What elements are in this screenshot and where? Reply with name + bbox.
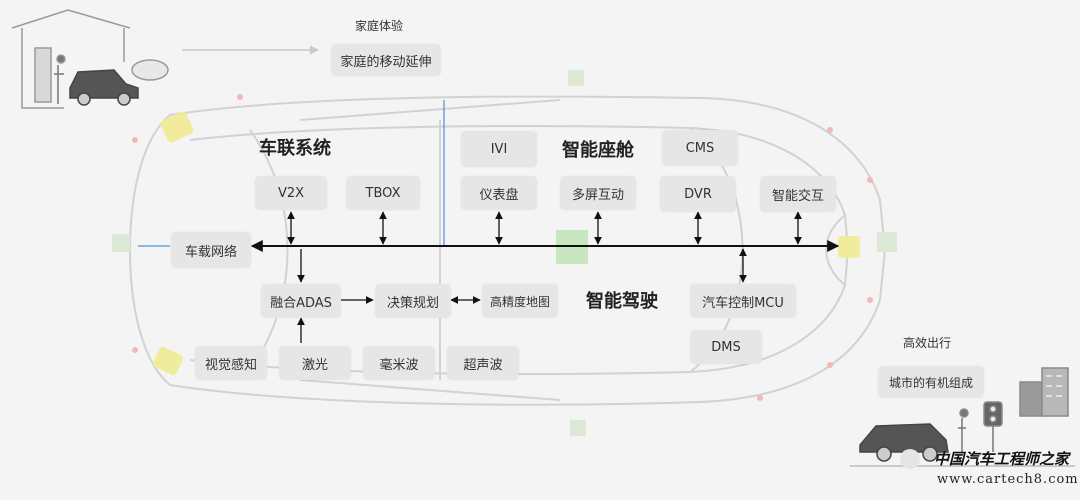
ultrasonic-box: 超声波 bbox=[447, 346, 519, 380]
lidar-box: 激光 bbox=[279, 346, 351, 380]
wechat-logo-icon bbox=[900, 449, 920, 469]
vision-perception-box: 视觉感知 bbox=[195, 346, 267, 380]
watermark-cn: 中国汽车工程师之家 bbox=[934, 450, 1070, 468]
tbox-box: TBOX bbox=[346, 176, 420, 210]
bus-connectors bbox=[287, 211, 802, 343]
hd-map-box: 高精度地图 bbox=[482, 284, 558, 318]
mmwave-radar-box: 毫米波 bbox=[363, 346, 435, 380]
watermark-url: www.cartech8.com bbox=[937, 472, 1079, 487]
smart-interaction-box: 智能交互 bbox=[760, 176, 836, 212]
fusion-adas-box: 融合ADAS bbox=[261, 284, 341, 318]
city-component-box: 城市的有机组成 bbox=[878, 366, 984, 398]
decision-planning-box: 决策规划 bbox=[375, 284, 451, 318]
v2x-box: V2X bbox=[255, 176, 327, 210]
cluster-box: 仪表盘 bbox=[461, 176, 537, 210]
efficient-mobility-title: 高效出行 bbox=[903, 336, 952, 350]
cockpit-heading: 智能座舱 bbox=[562, 140, 634, 161]
home-experience-title: 家庭体验 bbox=[355, 19, 404, 33]
multiscreen-box: 多屏互动 bbox=[560, 176, 636, 210]
cms-box: CMS bbox=[662, 130, 738, 166]
telematics-heading: 车联系统 bbox=[259, 138, 331, 159]
driving-heading: 智能驾驶 bbox=[586, 291, 658, 312]
vehicle-network-box: 车载网络 bbox=[171, 232, 251, 268]
vehicle-mcu-box: 汽车控制MCU bbox=[690, 284, 796, 318]
home-extension-box: 家庭的移动延伸 bbox=[331, 44, 441, 76]
dms-box: DMS bbox=[690, 330, 762, 364]
dvr-box: DVR bbox=[660, 176, 736, 212]
house-scene-icon bbox=[11, 9, 169, 109]
ivi-box: IVI bbox=[461, 131, 537, 167]
city-scene-icon bbox=[850, 367, 1075, 467]
